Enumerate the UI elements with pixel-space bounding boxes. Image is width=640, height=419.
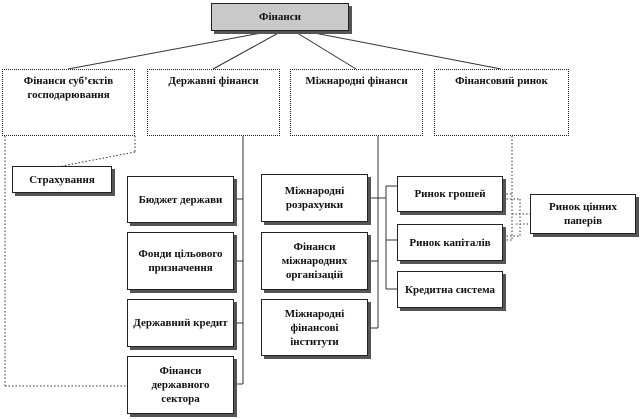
node-capital-market: Ринок капіталів [397,224,503,261]
node-public-sector-finance: Фінанси державного сектора [127,356,234,414]
node-financial-market: Фінансовий ринок [434,69,569,136]
node-target-funds: Фонди цільового призначення [127,232,234,290]
node-insurance: Страхування [12,166,112,193]
node-intl-organizations-finance: Фінанси міжнародних організацій [261,232,368,290]
node-finance-root: Фінанси [211,3,349,31]
node-state-credit: Державний кредит [127,299,234,347]
node-credit-system: Кредитна система [397,271,503,308]
node-state-finance: Державні фінанси [147,69,280,136]
node-intl-financial-institutions: Міжнародні фінансові інститути [261,299,368,356]
node-enterprise-finance: Фінанси суб’єктів господарювання [2,69,135,136]
connector-line [303,30,502,70]
connector-line [293,30,357,70]
node-money-market: Ринок грошей [397,176,503,212]
node-state-budget: Бюджет держави [127,176,234,223]
connector-line [212,30,283,70]
node-international-settlements: Міжнародні розрахунки [261,174,368,222]
connector-line [67,30,273,70]
node-securities-market: Ринок цінних паперів [530,194,636,234]
node-international-finance: Міжнародні фінанси [290,69,423,136]
connector-line [61,151,136,167]
